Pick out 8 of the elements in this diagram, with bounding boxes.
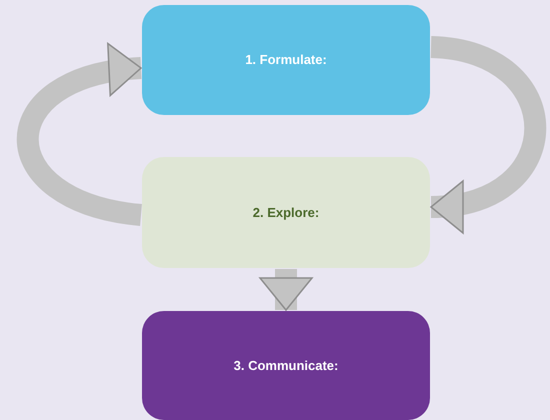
curved-block-arrow [259, 269, 313, 311]
process-box [142, 311, 430, 420]
curved-block-arrow [16, 45, 143, 226]
process-box [142, 157, 430, 268]
process-box [142, 5, 430, 115]
box-label: 2. Explore: [252, 204, 320, 222]
box-label: 3. Communicate: [234, 356, 338, 375]
box-label: 1. Formulate: [245, 51, 327, 70]
